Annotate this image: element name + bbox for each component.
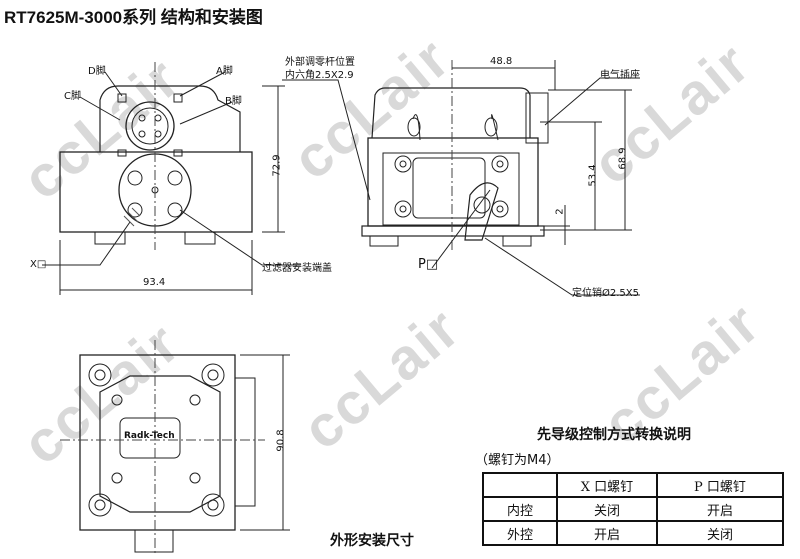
header-cell: P 口螺钉 <box>656 472 784 498</box>
side-view <box>282 60 640 296</box>
dim-height-body: 53.4 <box>587 164 599 187</box>
table-cell: 外控 <box>482 520 558 546</box>
dim-height-total: 68.9 <box>617 147 629 170</box>
filter-cap-label: 过滤器安装端盖 <box>262 263 332 274</box>
table-cell: 开启 <box>556 520 658 546</box>
outline-caption: 外形安装尺寸 <box>330 533 414 549</box>
header-cell: X 口螺钉 <box>556 472 658 498</box>
control-table-title: 先导级控制方式转换说明 <box>537 427 691 443</box>
table-row: 外控 开启 关闭 <box>482 520 784 546</box>
dim-height-front: 72.9 <box>271 154 283 177</box>
table-cell: 关闭 <box>656 520 784 546</box>
table-row: 内控 关闭 开启 <box>482 496 784 522</box>
control-table: X 口螺钉 P 口螺钉 内控 关闭 开启 外控 开启 关闭 <box>482 472 784 546</box>
dim-offset: 2 <box>554 208 566 215</box>
a-pin-label: A脚 <box>216 66 233 77</box>
p-port-label: P□ <box>418 257 439 272</box>
table-cell: 开启 <box>656 496 784 522</box>
connector-label: 电气插座 <box>600 70 640 81</box>
b-pin-label: B脚 <box>225 96 242 107</box>
zero-adjust-label: 外部调零杆位置 <box>285 57 355 68</box>
control-table-note: （螺钉为M4） <box>475 453 560 468</box>
x-port-label: X□ <box>30 259 47 270</box>
table-cell: 内控 <box>482 496 558 522</box>
table-cell: 关闭 <box>556 496 658 522</box>
brand-label: Radk-Tech <box>124 431 175 441</box>
page-title: RT7625M-3000系列 结构和安装图 <box>4 8 263 27</box>
dim-width-side: 48.8 <box>490 56 513 67</box>
hex-key-label: 内六角2.5X2.9 <box>285 70 354 81</box>
c-pin-label: C脚 <box>64 91 81 102</box>
table-header-row: X 口螺钉 P 口螺钉 <box>482 472 784 498</box>
dim-width-front: 93.4 <box>143 277 166 288</box>
front-view <box>42 62 300 295</box>
bottom-view <box>60 340 290 555</box>
header-cell <box>482 472 558 498</box>
locating-pin-label: 定位销Ø2.5X5 <box>572 288 639 299</box>
d-pin-label: D脚 <box>88 66 106 77</box>
dim-height-bottom: 90.8 <box>275 429 287 452</box>
